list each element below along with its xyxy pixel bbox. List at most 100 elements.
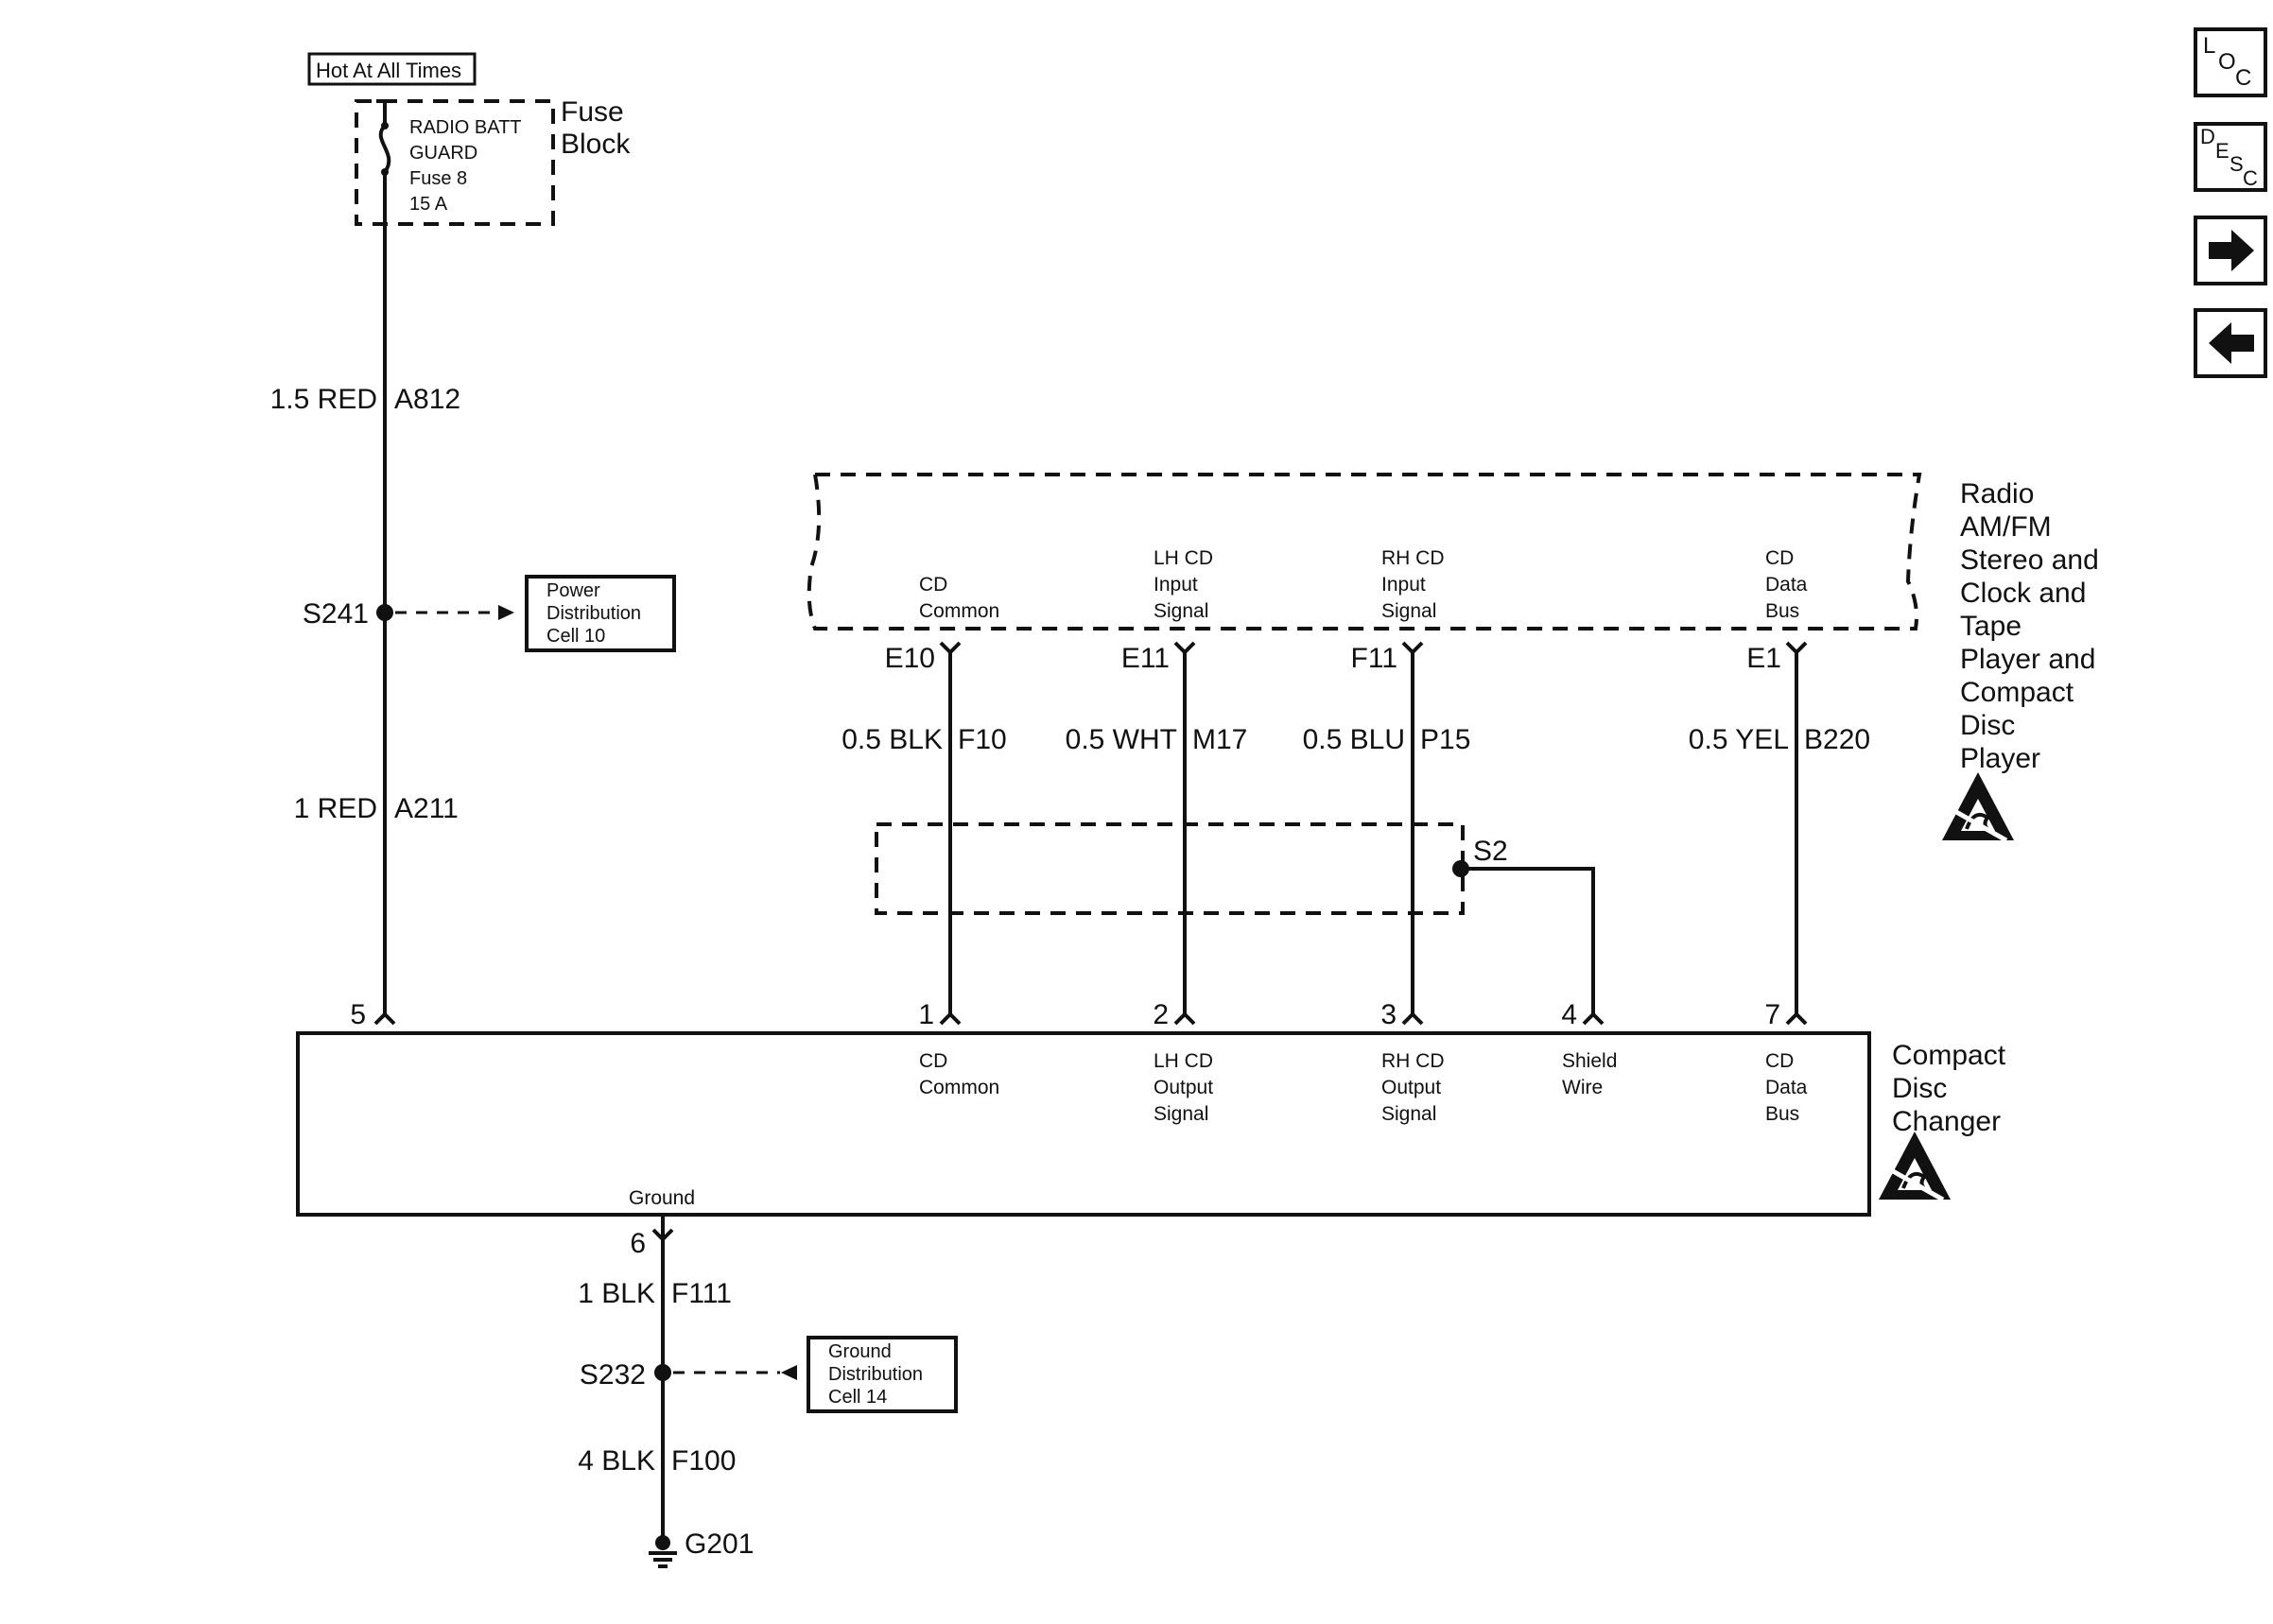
fuse-label-2: GUARD: [409, 143, 477, 164]
wire-f111-gauge: 1 BLK: [578, 1278, 655, 1309]
svg-text:L: L: [2203, 33, 2215, 59]
changer-pin-number: 3: [1380, 999, 1397, 1030]
radio-pin-label: Signal: [1154, 600, 1208, 622]
ground-point-g201: G201: [685, 1529, 754, 1560]
changer-pin-label: Output: [1154, 1077, 1213, 1098]
shield-outline: [875, 822, 1465, 915]
radio-pin-label: Common: [919, 600, 999, 622]
radio-name-line: Player and: [1960, 644, 2095, 675]
nav-loc-button[interactable]: L O C: [2194, 27, 2267, 97]
wire-gauge: 0.5 YEL: [1689, 724, 1789, 755]
ground-distribution-ref-1: Ground: [828, 1341, 892, 1362]
fuse-label-1: RADIO BATT: [409, 117, 522, 138]
changer-pin-label: Signal: [1154, 1103, 1208, 1125]
nav-back-button[interactable]: [2194, 308, 2267, 378]
radio-pin-label: Input: [1154, 574, 1198, 596]
arrow-right-icon: [2209, 230, 2254, 271]
changer-pin-label: RH CD: [1381, 1050, 1445, 1072]
changer-esd-icon: [1879, 1132, 1951, 1200]
splice-s232-label: S232: [580, 1359, 646, 1391]
radio-connector-label: F11: [1351, 643, 1397, 674]
wire-f100-gauge: 4 BLK: [578, 1445, 655, 1477]
radio-connector-label: E10: [885, 643, 935, 674]
wire-gauge: 0.5 BLK: [842, 724, 943, 755]
hot-at-all-times-box: [307, 52, 477, 86]
changer-pin-number: 1: [918, 999, 934, 1030]
arrow-left-icon: [2209, 322, 2254, 364]
cd-changer-box: [296, 1031, 1871, 1217]
wire-a211-circuit: A211: [394, 793, 459, 824]
svg-text:E: E: [2215, 139, 2230, 163]
wire-f100-circuit: F100: [671, 1445, 736, 1477]
radio-pin-label: CD: [1765, 547, 1794, 569]
power-distribution-ref-2: Distribution: [547, 603, 641, 624]
changer-pin-number: 2: [1153, 999, 1169, 1030]
wire-circuit: P15: [1420, 724, 1470, 755]
fuse-block-label-1: Fuse: [561, 96, 624, 128]
radio-pin-label: Input: [1381, 574, 1426, 596]
changer-pin-label: Signal: [1381, 1103, 1436, 1125]
svg-text:O: O: [2218, 49, 2236, 75]
radio-name-line: Player: [1960, 743, 2040, 774]
changer-pin-5: 5: [350, 999, 366, 1030]
fuse-label-3: Fuse 8: [409, 168, 467, 189]
shield: S2: [875, 822, 1595, 1014]
radio-name-line: Compact: [1960, 677, 2074, 708]
radio-pin-label: Signal: [1381, 600, 1436, 622]
radio-pin-label: LH CD: [1154, 547, 1213, 569]
wire-circuit: M17: [1192, 724, 1247, 755]
changer-ground-label: Ground: [629, 1187, 695, 1209]
splice-s241-label: S241: [303, 598, 369, 630]
wire-a812-gauge: 1.5 RED: [270, 384, 377, 415]
power-distribution-ref-3: Cell 10: [547, 626, 605, 647]
changer-pin-label: Bus: [1765, 1103, 1799, 1125]
changer-pin-label: CD: [919, 1050, 947, 1072]
radio-esd-icon: [1942, 772, 2014, 840]
changer-pin-number: 4: [1561, 999, 1577, 1030]
ground-pin-6: 6: [630, 1228, 646, 1259]
power-distribution-ref-1: Power: [547, 580, 600, 601]
radio-connector-label: E11: [1121, 643, 1170, 674]
power-distribution-ref-box: [525, 575, 676, 652]
svg-text:C: C: [2243, 166, 2258, 190]
shield-drain-wire: [1461, 867, 1595, 1014]
changer-name-line: Disc: [1892, 1073, 1947, 1104]
svg-text:D: D: [2200, 125, 2215, 148]
changer-pin-label: LH CD: [1154, 1050, 1213, 1072]
wire-f111-circuit: F111: [671, 1278, 732, 1309]
splice-s2-label: S2: [1473, 836, 1508, 867]
changer-pin-label: Data: [1765, 1077, 1808, 1098]
radio-name-line: Tape: [1960, 611, 2021, 642]
ground-distribution-ref-box: [807, 1336, 958, 1413]
changer-name-line: Compact: [1892, 1040, 2006, 1071]
wire-a211-gauge: 1 RED: [294, 793, 377, 824]
changer-pin-label: Output: [1381, 1077, 1441, 1098]
nav-desc-button[interactable]: D E S C: [2194, 122, 2267, 192]
fuse-block-outline: [355, 99, 555, 226]
ground-circuit: 6 1 BLK F111 S232 Ground Distribution Ce…: [578, 1215, 958, 1568]
changer-pin-label: CD: [1765, 1050, 1794, 1072]
radio-pin-label: CD: [919, 574, 947, 596]
wire-gauge: 0.5 WHT: [1066, 724, 1177, 755]
wire-gauge: 0.5 BLU: [1303, 724, 1405, 755]
changer-pin-label: Common: [919, 1077, 999, 1098]
radio-name-line: Radio: [1960, 478, 2034, 510]
wire-a812-circuit: A812: [394, 384, 460, 415]
changer-pin-label: Shield: [1562, 1050, 1617, 1072]
changer-pin-1: 1CD Common: [918, 999, 999, 1098]
radio-connector-label: E1: [1746, 643, 1781, 674]
svg-text:C: C: [2235, 65, 2251, 91]
radio-name-line: Clock and: [1960, 578, 2086, 609]
nav-forward-button[interactable]: [2194, 216, 2267, 285]
ground-symbol-icon: [649, 1535, 677, 1568]
